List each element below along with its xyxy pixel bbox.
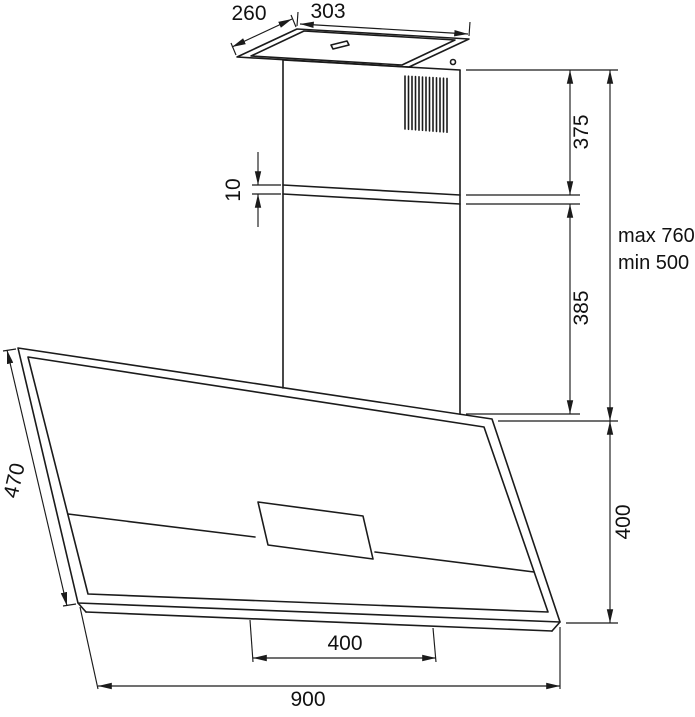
vent-grille [404,75,448,133]
dim-chimney-width: 303 [296,0,471,37]
dim-label-hood-width: 900 [290,688,325,711]
dim-upper-chimney-height: 375 [566,70,593,195]
telescopic-joint [282,184,461,205]
chimney-top-plate [236,28,470,68]
dim-outlet-width: 400 [253,632,436,662]
body-edge-line-right [374,551,535,573]
control-panel [257,501,374,560]
dim-label-chimney-width: 303 [310,0,345,23]
dim-glass-height: 470 [0,349,68,607]
dim-label-total-max: max 760 [618,225,695,247]
glass-panel-outline [17,347,561,623]
extension-lines [2,69,618,690]
dim-label-body-height: 400 [612,504,635,539]
body-edge-line-left [67,513,256,538]
underside-edge [85,611,553,632]
dim-hood-width: 900 [98,682,560,711]
glass-panel-inner-edge [27,356,549,613]
dim-chimney-depth: 260 [230,2,297,56]
chimney-duct [282,59,461,415]
dim-label-glass-height: 470 [0,461,30,500]
dim-label-chimney-depth: 260 [231,2,266,25]
hood-body [17,347,561,632]
dim-label-outlet-width: 400 [327,632,362,655]
screw-hole [449,58,457,66]
dim-label-total-min: min 500 [618,252,689,274]
dim-label-lower-chimney: 385 [570,290,593,325]
mounting-slot [330,40,350,50]
dim-body-height: 400 [606,421,635,623]
dim-total-height: max 760 min 500 [606,70,695,421]
dim-label-upper-chimney: 375 [570,114,593,149]
dim-lower-chimney-height: 385 [566,204,593,414]
dim-telescopic-overlap: 10 [222,152,262,227]
dim-label-overlap: 10 [222,178,245,201]
